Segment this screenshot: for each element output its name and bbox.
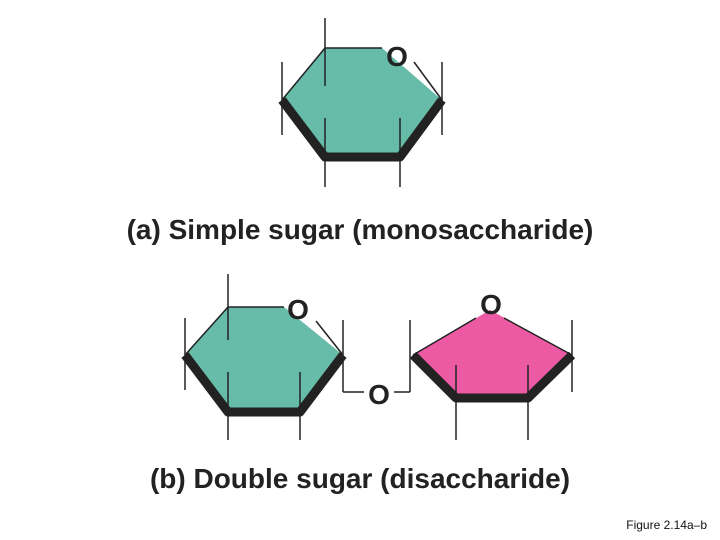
monosaccharide-caption: (a) Simple sugar (monosaccharide) — [127, 214, 594, 245]
ring-bottom-bond — [181, 352, 347, 417]
ring-left-bond — [412, 317, 477, 356]
disaccharide-hexose-ring: O — [181, 274, 347, 440]
ring-bottom-bond — [278, 97, 446, 162]
hexose-ring-fill — [185, 307, 343, 412]
glycosidic-oxygen-label: O — [368, 379, 390, 410]
ring-right-bond — [315, 320, 344, 356]
hexose-ring-fill — [282, 48, 442, 157]
glycosidic-linkage: O — [342, 320, 411, 410]
disaccharide-pentose-ring: O — [409, 289, 576, 440]
ring-bottom-bond — [409, 351, 576, 403]
ring-oxygen-label: O — [386, 41, 408, 72]
hexose-ring-oxygen-label: O — [287, 294, 309, 325]
disaccharide-caption: (b) Double sugar (disaccharide) — [150, 463, 570, 494]
figure-label: Figure 2.14a–b — [626, 518, 707, 532]
ring-right-bond — [503, 317, 573, 356]
ring-right-bond — [413, 61, 443, 101]
monosaccharide-ring: O — [278, 18, 446, 187]
pentose-ring-oxygen-label: O — [480, 289, 502, 320]
